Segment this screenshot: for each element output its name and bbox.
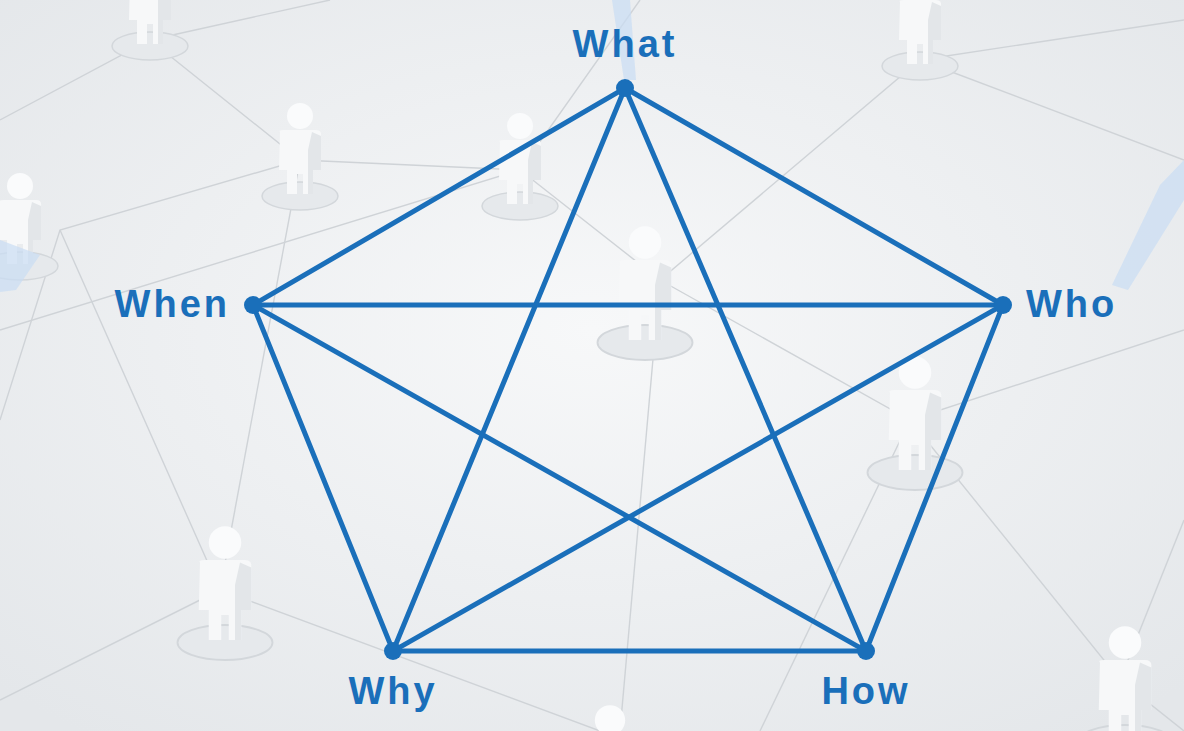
- connector-line: [396, 96, 621, 642]
- connector-line: [402, 649, 857, 654]
- connector-line: [262, 303, 994, 308]
- node-dot: Who: [994, 296, 1012, 314]
- network-line: [220, 160, 300, 590]
- node-label-text: How: [821, 672, 910, 712]
- connector-line: [401, 309, 995, 646]
- node-dot: What: [616, 79, 634, 97]
- person-figure: [178, 526, 273, 660]
- connector-line: [261, 309, 858, 646]
- node-label: Who: [1026, 285, 1117, 325]
- node-dot: When: [244, 296, 262, 314]
- connector-line: [261, 93, 617, 301]
- connector-line: [633, 92, 995, 300]
- person-figure: [1078, 626, 1173, 731]
- node-label-text: Why: [348, 672, 437, 712]
- light-streak: [1112, 160, 1184, 290]
- node-label-text: Who: [1026, 285, 1117, 325]
- network-line: [520, 20, 1184, 280]
- person-figure: [112, 0, 188, 60]
- light-streak: [0, 240, 40, 292]
- node-label: How: [821, 672, 910, 712]
- network-line: [0, 160, 300, 420]
- node-label-text: What: [573, 25, 678, 65]
- node-dot: Why: [384, 642, 402, 660]
- node-label: Why: [348, 672, 437, 712]
- node-dot: How: [857, 642, 875, 660]
- connector-line: [256, 313, 389, 642]
- person-figure: [882, 0, 958, 80]
- person-figure: [262, 103, 338, 210]
- network-line: [920, 60, 1184, 160]
- person-figure: [566, 705, 655, 731]
- connector-line: [629, 96, 863, 642]
- node-label-text: When: [115, 285, 230, 325]
- connector-line: [869, 313, 999, 642]
- person-figure: [598, 226, 693, 360]
- node-label: What: [573, 25, 678, 65]
- network-line: [150, 0, 640, 170]
- node-label: When: [115, 285, 230, 325]
- light-streaks: [0, 0, 1184, 292]
